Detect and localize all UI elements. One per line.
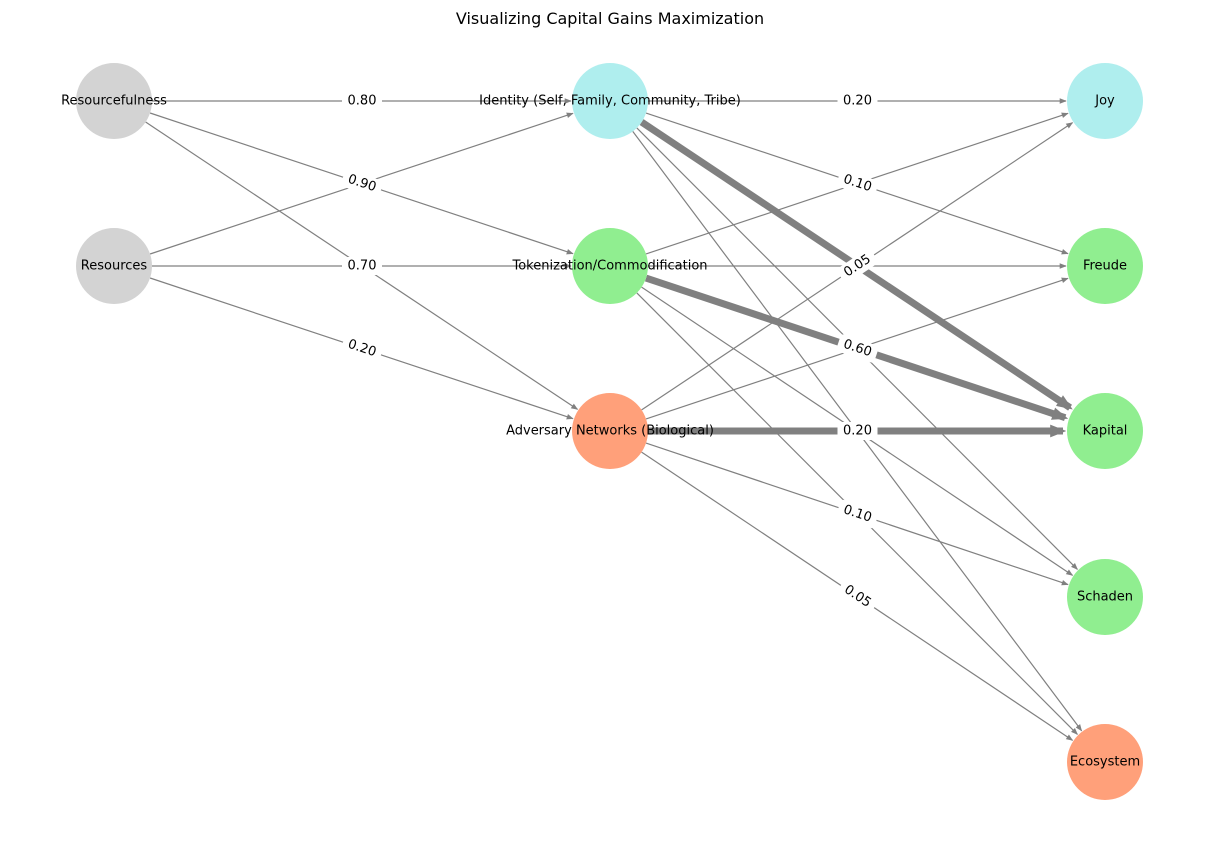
edge-weight-label: 0.80 (348, 94, 377, 109)
node-adversary: Adversary Networks (Biological) (506, 393, 714, 469)
edge-label-identity-to-joy: 0.20 (837, 92, 878, 110)
node-resourcefulness: Resourcefulness (61, 63, 167, 139)
edge-label-background (837, 579, 878, 614)
node-kapital: Kapital (1067, 393, 1143, 469)
node-circle-identity (572, 63, 648, 139)
edge-label-background (340, 334, 384, 363)
edge-labels-layer: 0.80 0.90 0.70 0.20 0.20 0.10 0.05 0.60 0.20 0.10… (340, 92, 879, 614)
diagram-title: Visualizing Capital Gains Maximization (456, 9, 764, 28)
node-circle-kapital (1067, 393, 1143, 469)
edge-weight-label: 0.20 (843, 94, 872, 109)
edge-weight-label: 0.20 (843, 424, 872, 439)
node-label-kapital: Kapital (1083, 424, 1128, 439)
node-label-tokenization: Tokenization/Commodification (511, 259, 707, 274)
node-label-joy: Joy (1094, 94, 1115, 109)
node-circle-joy (1067, 63, 1143, 139)
node-label-resourcefulness: Resourcefulness (61, 94, 167, 109)
edge-label-background (837, 248, 878, 284)
edge-label-identity-to-freude: 0.10 (836, 169, 879, 198)
node-schaden: Schaden (1067, 559, 1143, 635)
edge-label-background (340, 169, 384, 198)
node-joy: Joy (1067, 63, 1143, 139)
edge-label-background (836, 499, 879, 529)
node-circle-resourcefulness (76, 63, 152, 139)
edge-label-resourcefulness-to-tokenization: 0.90 (340, 169, 384, 198)
node-freude: Freude (1067, 228, 1143, 304)
node-circle-adversary (572, 393, 648, 469)
node-tokenization: Tokenization/Commodification (511, 228, 708, 304)
edge-label-tokenization-to-kapital: 0.60 (836, 334, 879, 363)
node-circle-ecosystem (1067, 724, 1143, 800)
node-circle-freude (1067, 228, 1143, 304)
edge-label-resources-to-tokenization: 0.70 (342, 257, 382, 275)
edge-label-background (836, 169, 879, 198)
node-label-ecosystem: Ecosystem (1070, 755, 1140, 770)
node-resources: Resources (76, 228, 152, 304)
edge-label-adversary-to-schaden: 0.10 (836, 499, 879, 529)
node-circle-resources (76, 228, 152, 304)
node-label-adversary: Adversary Networks (Biological) (506, 424, 714, 439)
node-label-schaden: Schaden (1077, 590, 1133, 605)
edge-label-adversary-to-kapital: 0.20 (837, 422, 878, 440)
node-identity: Identity (Self, Family, Community, Tribe… (479, 63, 741, 139)
edge-label-background (837, 422, 878, 440)
edge-label-background (342, 92, 382, 110)
node-circle-tokenization (572, 228, 648, 304)
node-label-resources: Resources (81, 259, 148, 274)
node-circle-schaden (1067, 559, 1143, 635)
edge-label-resources-to-adversary: 0.20 (340, 334, 384, 363)
node-label-freude: Freude (1083, 259, 1127, 274)
node-label-identity: Identity (Self, Family, Community, Tribe… (479, 94, 741, 109)
edge-label-background (836, 334, 879, 363)
edge-label-resourcefulness-to-identity: 0.80 (342, 92, 382, 110)
node-ecosystem: Ecosystem (1067, 724, 1143, 800)
edge-weight-label: 0.70 (348, 259, 377, 274)
edge-label-adversary-to-ecosystem: 0.05 (837, 579, 878, 614)
edge-label-background (837, 92, 878, 110)
edge-label-background (342, 257, 382, 275)
